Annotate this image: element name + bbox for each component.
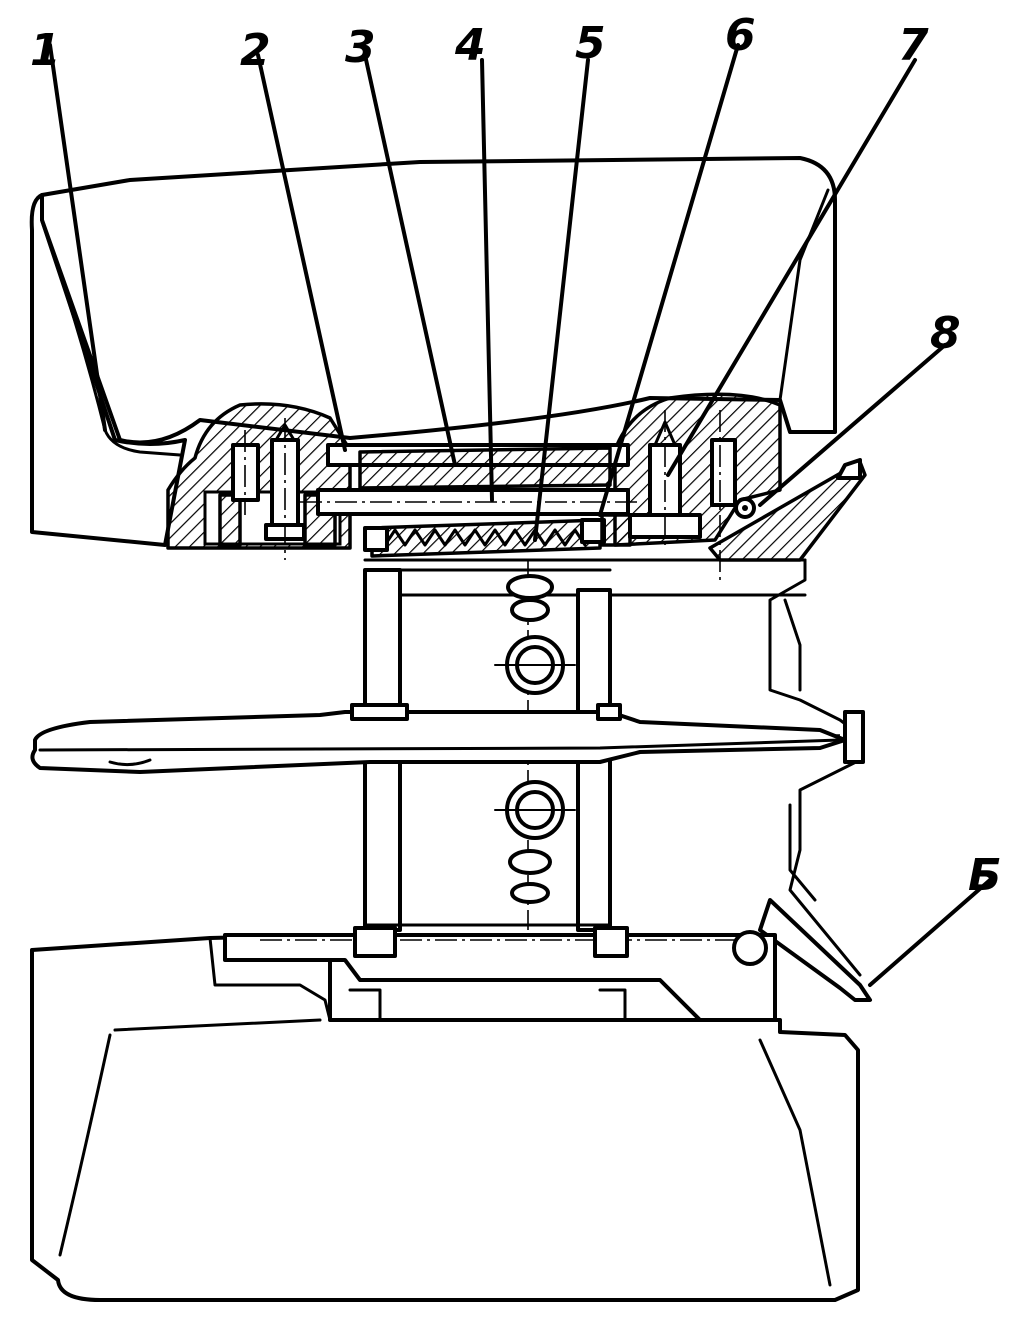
spindle-top-assembly: [300, 443, 640, 558]
callout-b: Б: [968, 850, 1002, 901]
lever-arm: [708, 458, 872, 1002]
callout-8: 8: [930, 308, 961, 359]
horizontal-blade: [30, 703, 865, 774]
upper-housing: [29, 156, 837, 547]
callout-3: 3: [345, 22, 376, 73]
column-holes: [494, 574, 576, 904]
callout-1: 1: [30, 25, 61, 76]
lower-housing: [30, 926, 860, 1302]
callout-labels: 1 2 3 4 5 6 7 8 Б: [30, 10, 1002, 901]
callout-2: 2: [240, 25, 271, 76]
callout-7: 7: [898, 20, 929, 71]
leader-lines: [48, 43, 992, 987]
callout-4: 4: [454, 20, 486, 71]
callout-6: 6: [725, 10, 756, 61]
left-hatched-boss: [166, 402, 352, 560]
callout-5: 5: [575, 18, 606, 69]
